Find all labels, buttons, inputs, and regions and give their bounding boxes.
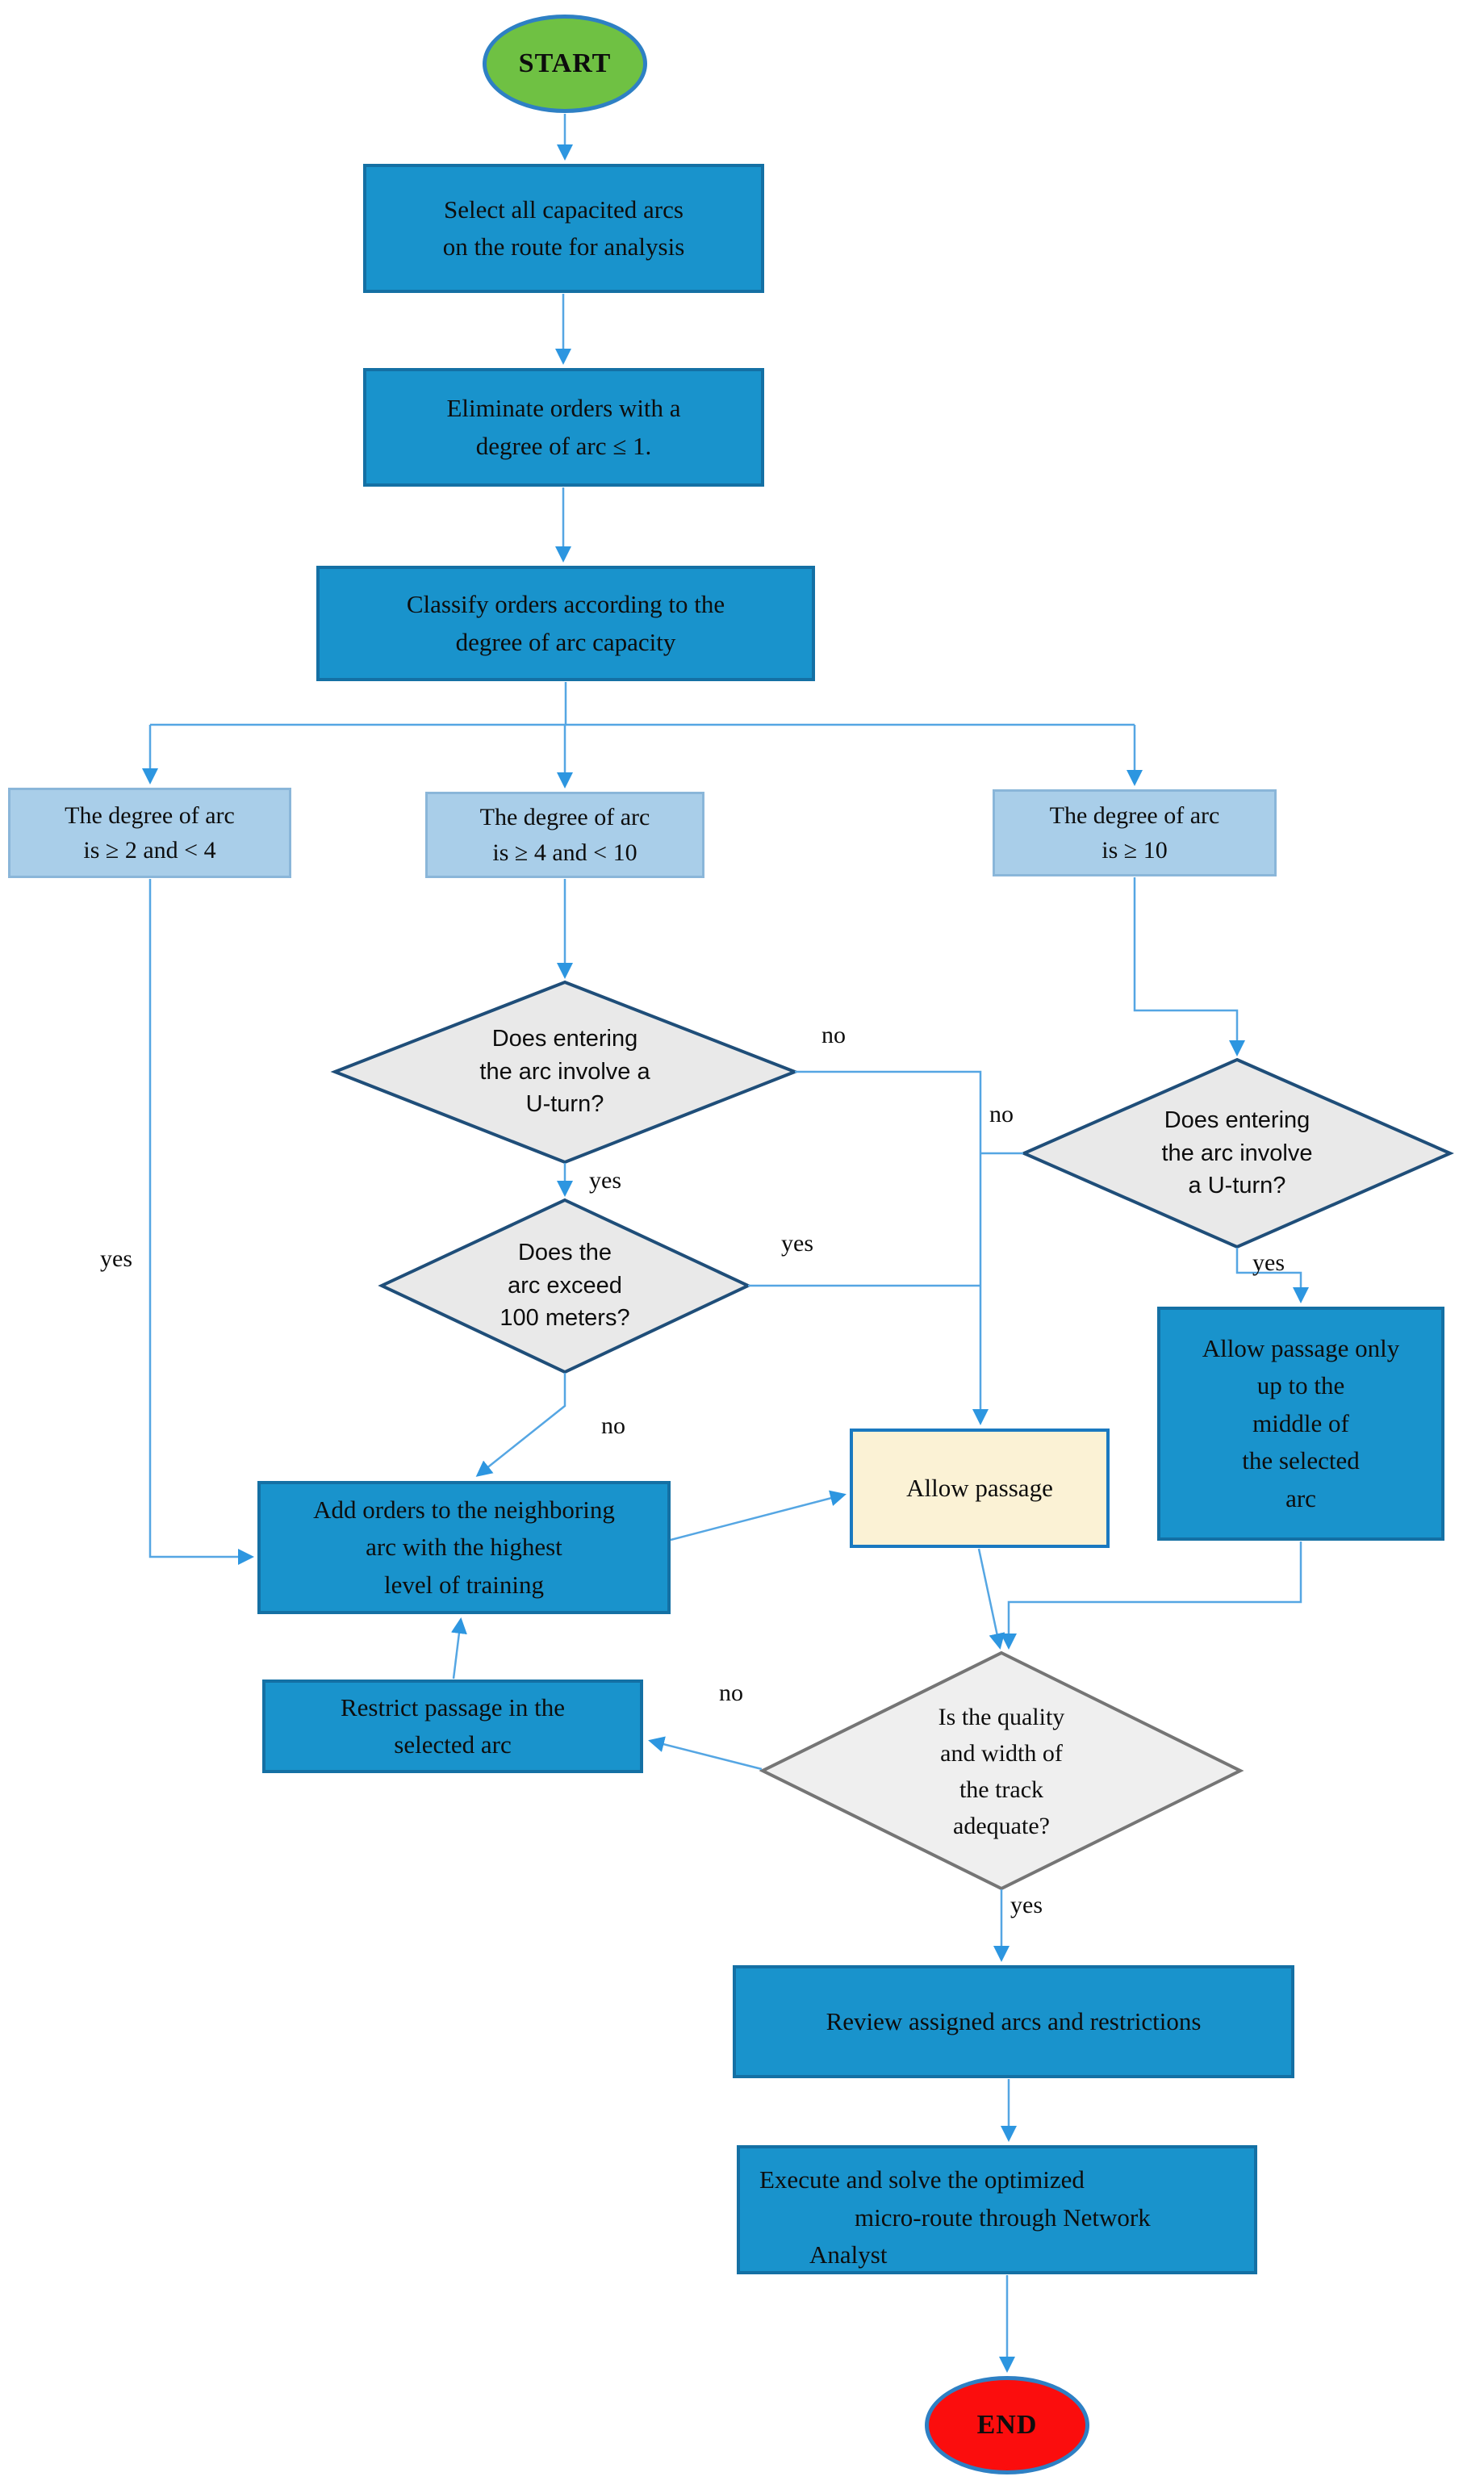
edge-label-uturn-mid-no: no	[821, 1022, 846, 1048]
edge-allowmid-to-quality	[1001, 1542, 1302, 1650]
decision-quality-label: Is the quality and width of the track ad…	[938, 1704, 1065, 1839]
process-allow-middle: Allow passage only up to the middle of t…	[1157, 1307, 1444, 1541]
edge-deg24-yes-to-addorders	[148, 879, 254, 1565]
decision-arc-100m-label: Does the arc exceed 100 meters?	[500, 1240, 630, 1332]
branch-degree-10: The degree of arc is ≥ 10	[993, 789, 1277, 876]
edge-addorders-to-allow	[670, 1490, 847, 1542]
edge-deg10-to-uturn-right	[1133, 877, 1245, 1056]
edge-label-uturn-mid-yes: yes	[589, 1167, 621, 1194]
decision-uturn-mid-label: Does entering the arc involve a U-turn?	[479, 1026, 650, 1118]
edge-restrict-to-addorders	[450, 1617, 467, 1680]
edge-quality-no-to-restrict	[648, 1736, 763, 1771]
end-terminal: END	[925, 2376, 1089, 2474]
decision-uturn-right-label: Does entering the arc involve a U-turn?	[1161, 1107, 1313, 1199]
edge-label-arc-100m-yes: yes	[781, 1230, 813, 1257]
edge-uturn-mid-no-to-allow	[795, 1070, 989, 1425]
edge-label-uturn-right-no: no	[989, 1101, 1014, 1127]
process-restrict-passage: Restrict passage in the selected arc	[262, 1680, 643, 1773]
branch-degree-4-10: The degree of arc is ≥ 4 and < 10	[425, 792, 704, 878]
edge-label-uturn-right-yes: yes	[1252, 1249, 1285, 1276]
edge-label-quality-no: no	[719, 1680, 743, 1706]
process-eliminate-orders: Eliminate orders with a degree of arc ≤ …	[363, 368, 764, 487]
process-add-orders: Add orders to the neighboring arc with t…	[257, 1481, 671, 1614]
edge-100m-no-to-addorders	[475, 1373, 566, 1477]
edge-label-arc-100m-no: no	[601, 1412, 625, 1439]
process-review-arcs: Review assigned arcs and restrictions	[733, 1965, 1294, 2078]
branch-degree-2-4: The degree of arc is ≥ 2 and < 4	[8, 788, 291, 878]
edge-allow-to-quality	[977, 1548, 1005, 1650]
process-classify-orders: Classify orders according to the degree …	[316, 566, 815, 681]
start-terminal: START	[483, 15, 647, 113]
edge-label-deg24-yes: yes	[100, 1245, 132, 1272]
process-allow-passage: Allow passage	[850, 1429, 1110, 1548]
process-select-arcs: Select all capacited arcs on the route f…	[363, 164, 764, 293]
edge-label-quality-yes: yes	[1010, 1892, 1043, 1918]
